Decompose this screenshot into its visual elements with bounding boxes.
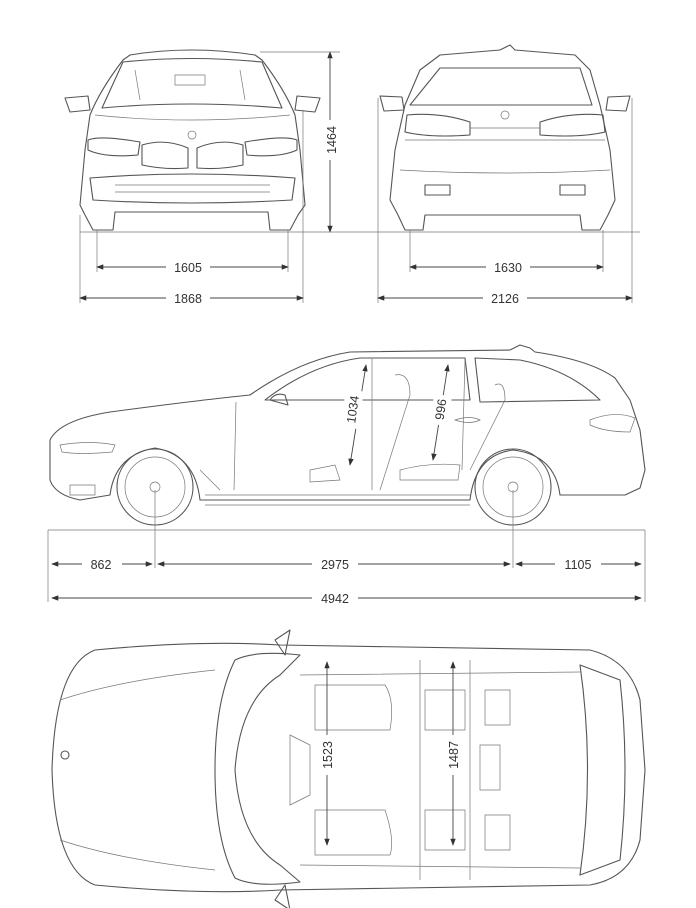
front-rear-dimensions: 1464 1605 1868 1630 2126 (79, 51, 640, 306)
front-overhang-label: 862 (91, 558, 112, 572)
side-dimensions: 862 2975 1105 4942 (47, 490, 646, 606)
rear-shoulder-width-label: 1487 (447, 741, 461, 769)
top-view: 1523 1487 (51, 629, 646, 908)
length-label: 4942 (321, 592, 349, 606)
front-track-label: 1605 (174, 261, 202, 275)
side-view: 1034 996 (49, 344, 646, 526)
front-shoulder-width-label: 1523 (321, 741, 335, 769)
height-label: 1464 (325, 126, 339, 154)
width-label: 1868 (174, 292, 202, 306)
rear-overhang-label: 1105 (565, 558, 592, 572)
rear-view (379, 44, 631, 231)
front-headroom-label: 1034 (344, 395, 362, 425)
wheelbase-label: 2975 (321, 558, 349, 572)
rear-headroom-label: 996 (433, 398, 450, 421)
front-view (64, 49, 321, 231)
rear-track-label: 1630 (494, 261, 522, 275)
width-mirrors-label: 2126 (491, 292, 519, 306)
